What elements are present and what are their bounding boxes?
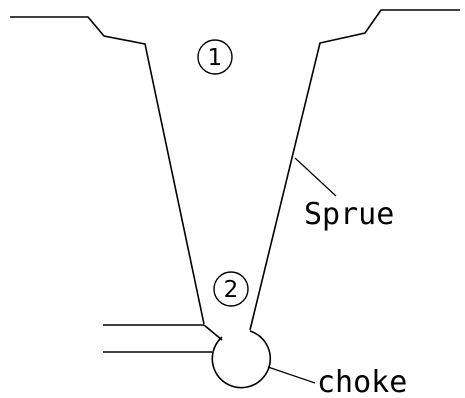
sprue-left-wall: [10, 16, 205, 325]
marker-1-label: 1: [208, 45, 223, 71]
runner-joint-line: [203, 324, 223, 341]
choke-bulb: [211, 330, 272, 389]
marker-1: 1: [197, 39, 233, 75]
choke-label: choke: [317, 365, 407, 398]
sprue-label: Sprue: [304, 197, 394, 232]
marker-2: 2: [213, 271, 249, 307]
sprue-leader-line: [294, 157, 337, 197]
marker-2-label: 2: [224, 277, 239, 303]
choke-leader-line: [267, 366, 316, 384]
sprue-right-wall: [249, 9, 460, 331]
